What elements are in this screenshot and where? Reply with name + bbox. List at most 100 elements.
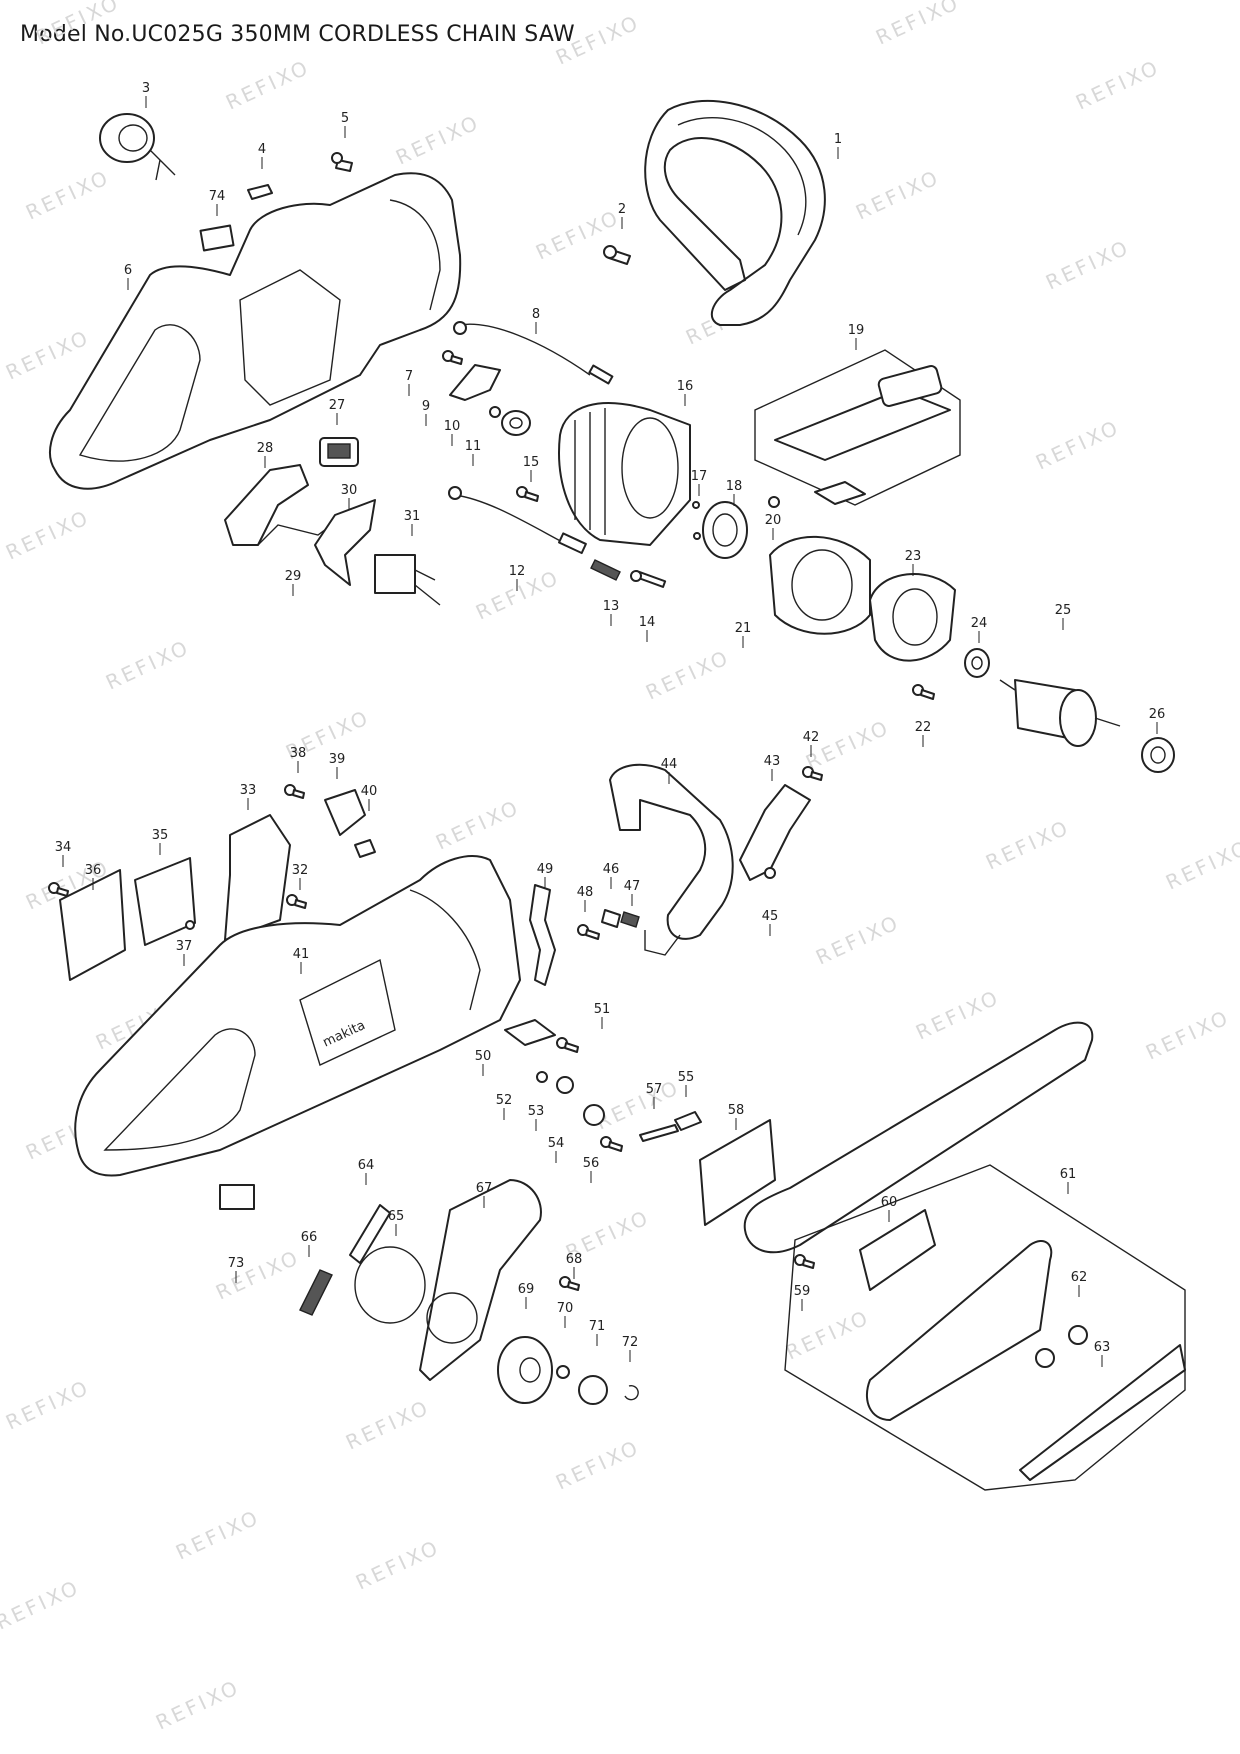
tensioner-64 (349, 1204, 391, 1264)
watermark-text: REFIXO (2, 325, 94, 385)
wire-8 (453, 321, 614, 385)
part-number-47: 47 (624, 879, 641, 894)
part-number-11: 11 (465, 439, 482, 454)
nut-20 (768, 496, 780, 508)
spur-49 (529, 884, 556, 986)
gear-54 (583, 1104, 605, 1126)
screw-56 (600, 1136, 623, 1152)
screw-38 (284, 784, 305, 799)
spring-13 (590, 559, 621, 581)
rear-guard-44 (609, 763, 734, 956)
part-number-62: 62 (1071, 1270, 1088, 1285)
part-number-13: 13 (603, 599, 620, 614)
part-number-23: 23 (905, 549, 922, 564)
part-number-7: 7 (405, 369, 413, 384)
front-handle (644, 99, 826, 326)
part-number-48: 48 (577, 885, 594, 900)
part-number-10: 10 (444, 419, 461, 434)
part-number-61: 61 (1060, 1167, 1077, 1182)
bearing-11 (501, 410, 531, 436)
knob-3 (99, 113, 176, 181)
bearing-26 (1141, 737, 1175, 773)
screw-68 (559, 1276, 580, 1291)
watermark-text: REFIXO (642, 645, 734, 705)
cover-group-61 (784, 1164, 1186, 1491)
part-number-74: 74 (209, 189, 226, 204)
ring-52 (536, 1071, 548, 1083)
part-number-68: 68 (566, 1252, 583, 1267)
watermark-text: REFIXO (432, 795, 524, 855)
part-number-4: 4 (258, 142, 266, 157)
part-number-26: 26 (1149, 707, 1166, 722)
spring-66 (299, 1269, 333, 1316)
part-number-2: 2 (618, 202, 626, 217)
watermark-text: REFIXO (1142, 1005, 1234, 1065)
o-ring-45 (764, 867, 776, 879)
part-number-21: 21 (735, 621, 752, 636)
part-number-45: 45 (762, 909, 779, 924)
watermark-text: REFIXO (552, 10, 644, 70)
part-number-42: 42 (803, 730, 820, 745)
screw-22 (912, 684, 935, 700)
part-number-5: 5 (341, 111, 349, 126)
part-number-39: 39 (329, 752, 346, 767)
pin-46 (601, 909, 621, 928)
nut-53 (556, 1076, 574, 1094)
watermark-text: REFIXO (172, 1505, 264, 1565)
part-number-6: 6 (124, 263, 132, 278)
part-number-16: 16 (677, 379, 694, 394)
part-number-65: 65 (388, 1209, 405, 1224)
part-number-27: 27 (329, 398, 346, 413)
part-number-labels: 1234567891011121314151617181920212223242… (55, 81, 1166, 1367)
part-number-58: 58 (728, 1103, 745, 1118)
part-number-43: 43 (764, 754, 781, 769)
part-number-34: 34 (55, 840, 72, 855)
part-number-67: 67 (476, 1181, 493, 1196)
part-number-56: 56 (583, 1156, 600, 1171)
part-number-51: 51 (594, 1002, 611, 1017)
part-number-54: 54 (548, 1136, 565, 1151)
housing-6 (49, 172, 462, 490)
screw-15 (516, 486, 539, 502)
part-number-29: 29 (285, 569, 302, 584)
clutch-drum-69 (497, 1336, 553, 1404)
part-number-63: 63 (1094, 1340, 1111, 1355)
part-number-8: 8 (532, 307, 540, 322)
part-number-72: 72 (622, 1335, 639, 1350)
watermark-text: REFIXO (22, 165, 114, 225)
watermark-text: REFIXO (812, 910, 904, 970)
watermark-text: REFIXO (392, 110, 484, 170)
part-number-71: 71 (589, 1319, 606, 1334)
part-number-60: 60 (881, 1195, 898, 1210)
clip-40 (354, 839, 376, 858)
watermark-text: REFIXO (222, 55, 314, 115)
part-number-66: 66 (301, 1230, 318, 1245)
part-number-55: 55 (678, 1070, 695, 1085)
part-number-30: 30 (341, 483, 358, 498)
watermark-text: REFIXO (102, 635, 194, 695)
main-housing-41 (74, 855, 521, 1177)
part-number-9: 9 (422, 399, 430, 414)
switch-cap-27 (319, 437, 359, 467)
link-arm-43 (739, 784, 811, 881)
motor-housing-16 (558, 402, 691, 546)
watermark-text: REFIXO (1032, 415, 1124, 475)
clip-4 (247, 184, 273, 200)
part-number-15: 15 (523, 455, 540, 470)
plate-35 (134, 857, 196, 946)
part-number-14: 14 (639, 615, 656, 630)
screw-5 (331, 152, 353, 172)
guide-plate-58 (699, 1119, 776, 1226)
part-number-20: 20 (765, 513, 782, 528)
baffle-23 (869, 573, 956, 662)
terminal-19 (754, 349, 961, 506)
plate-50 (504, 1019, 556, 1046)
part-number-17: 17 (691, 469, 708, 484)
spring-47 (620, 911, 640, 928)
part-number-38: 38 (290, 746, 307, 761)
part-number-25: 25 (1055, 603, 1072, 618)
watermark-text: REFIXO (32, 0, 124, 50)
bar-cover-63 (1019, 1344, 1186, 1481)
part-number-46: 46 (603, 862, 620, 877)
part-number-12: 12 (509, 564, 526, 579)
